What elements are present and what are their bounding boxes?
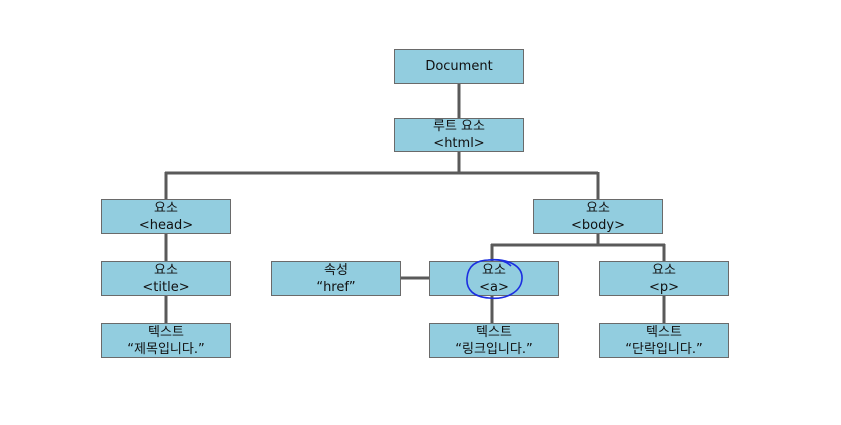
node-label: 요소 bbox=[154, 262, 178, 278]
node-text-value: “단락입니다.” bbox=[625, 341, 703, 357]
node-p: 요소 <p> bbox=[599, 261, 729, 296]
node-attribute-href: 속성 “href” bbox=[271, 261, 401, 296]
node-label: Document bbox=[425, 59, 493, 74]
node-text-value: “제목입니다.” bbox=[127, 341, 205, 357]
node-text-title: 텍스트 “제목입니다.” bbox=[101, 323, 231, 358]
node-label: 텍스트 bbox=[148, 324, 184, 340]
node-tag: <body> bbox=[571, 217, 625, 233]
node-document: Document bbox=[394, 49, 524, 84]
node-title: 요소 <title> bbox=[101, 261, 231, 296]
node-text-value: “링크입니다.” bbox=[455, 341, 533, 357]
node-label: 속성 bbox=[324, 262, 348, 278]
node-text-a: 텍스트 “링크입니다.” bbox=[429, 323, 559, 358]
node-label: 요소 bbox=[482, 262, 506, 278]
node-label: 요소 bbox=[586, 200, 610, 216]
node-label: 루트 요소 bbox=[433, 119, 485, 134]
node-label: 텍스트 bbox=[646, 324, 682, 340]
node-label: 요소 bbox=[652, 262, 676, 278]
node-a: 요소 <a> bbox=[429, 261, 559, 296]
node-tag: <title> bbox=[142, 279, 190, 295]
node-tag: <head> bbox=[138, 217, 194, 233]
node-body: 요소 <body> bbox=[533, 199, 663, 234]
node-label: 텍스트 bbox=[476, 324, 512, 340]
node-head: 요소 <head> bbox=[101, 199, 231, 234]
node-html: 루트 요소 <html> bbox=[394, 118, 524, 152]
node-tag: <a> bbox=[479, 279, 509, 295]
node-text-p: 텍스트 “단락입니다.” bbox=[599, 323, 729, 358]
node-value: “href” bbox=[316, 279, 356, 295]
node-tag: <p> bbox=[648, 279, 680, 295]
node-label: 요소 bbox=[154, 200, 178, 216]
node-tag: <html> bbox=[433, 136, 485, 151]
